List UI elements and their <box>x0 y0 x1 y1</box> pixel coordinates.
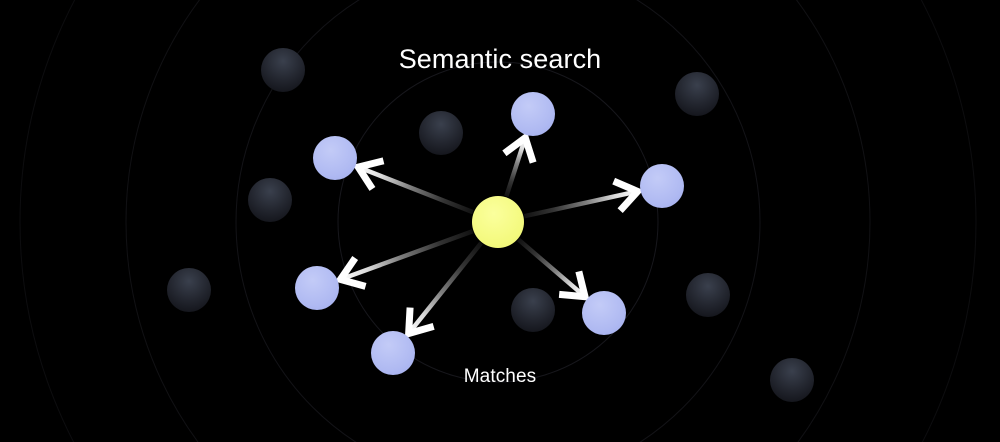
inactive-node <box>248 178 292 222</box>
inactive-node-group <box>167 48 814 402</box>
arrow-to-lower-right <box>517 237 590 301</box>
match-node <box>295 266 339 310</box>
inactive-node <box>167 268 211 312</box>
page-title: Semantic search <box>398 44 602 74</box>
arrow-to-upper-left <box>352 157 474 215</box>
ring-3 <box>125 0 871 442</box>
arrow-to-top <box>502 132 537 198</box>
match-node <box>640 164 684 208</box>
match-node-group <box>295 92 684 375</box>
arrow-to-left <box>334 229 474 290</box>
query-node-group <box>472 196 524 248</box>
inactive-node <box>419 111 463 155</box>
inactive-node <box>675 72 719 116</box>
ring-1 <box>337 61 659 383</box>
ring-2 <box>235 0 761 442</box>
arrow-to-lower-left <box>404 241 483 339</box>
match-node <box>511 92 555 136</box>
inactive-node <box>686 273 730 317</box>
match-node <box>582 291 626 335</box>
arrow-to-right <box>523 177 644 219</box>
matches-label: Matches <box>463 366 537 387</box>
match-node <box>371 331 415 375</box>
concentric-rings <box>19 0 977 442</box>
inactive-node <box>511 288 555 332</box>
query-node <box>472 196 524 248</box>
inactive-node <box>261 48 305 92</box>
match-node <box>313 136 357 180</box>
arrow-group <box>334 132 644 339</box>
inactive-node <box>770 358 814 402</box>
ring-4 <box>19 0 977 442</box>
